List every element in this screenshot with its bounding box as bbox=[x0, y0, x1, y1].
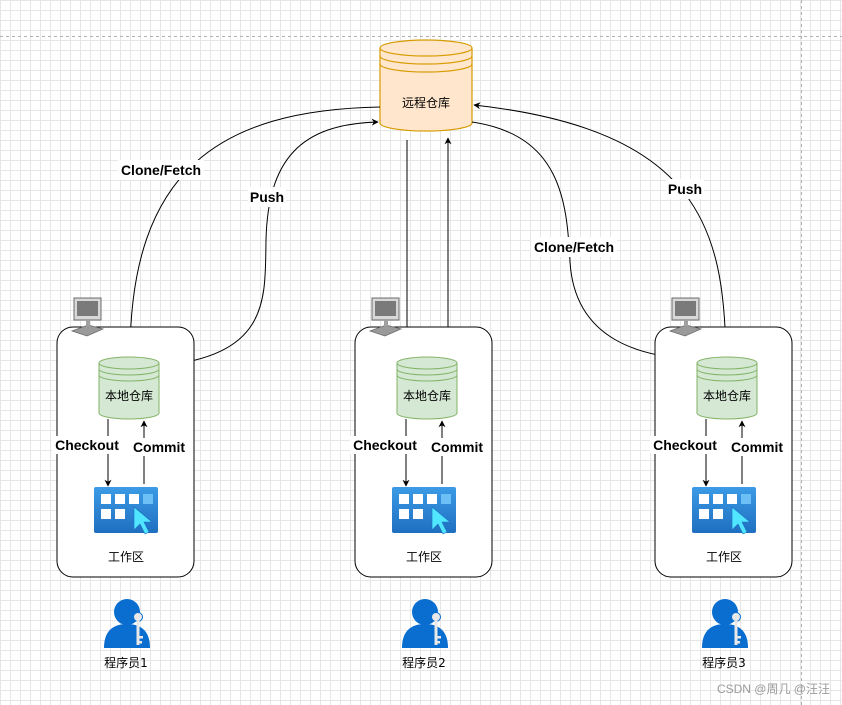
watermark-text: CSDN @周几 @汪汪 bbox=[717, 682, 830, 696]
edge-label-push-3: Push bbox=[666, 179, 704, 199]
local-repo-node[interactable]: 本地仓库 bbox=[696, 356, 758, 420]
svg-text:Push: Push bbox=[250, 189, 284, 205]
workspace-app-icon[interactable] bbox=[692, 487, 756, 535]
local-repo-label: 本地仓库 bbox=[703, 388, 751, 403]
key-icon bbox=[731, 612, 741, 645]
svg-text:Checkout: Checkout bbox=[653, 437, 717, 453]
edge-label-checkout: Checkout bbox=[52, 436, 122, 454]
svg-text:Push: Push bbox=[668, 181, 702, 197]
workspace-label: 工作区 bbox=[406, 550, 442, 564]
developer-name: 程序员3 bbox=[702, 655, 746, 670]
edge-label-commit: Commit bbox=[428, 438, 486, 456]
computer-icon bbox=[368, 297, 403, 337]
clone-fetch-edge-3 bbox=[471, 121, 705, 364]
cursor-icon bbox=[731, 506, 751, 535]
edge-label-commit: Commit bbox=[728, 438, 786, 456]
key-icon bbox=[431, 612, 441, 645]
svg-text:Clone/Fetch: Clone/Fetch bbox=[534, 239, 614, 255]
edge-label-push-1: Push bbox=[248, 187, 286, 207]
developer-person-icon bbox=[402, 599, 448, 648]
edge-label-clone-fetch-3: Clone/Fetch bbox=[531, 237, 617, 257]
remote-repo-node[interactable]: 远程仓库 bbox=[379, 39, 473, 132]
developer-person-icon bbox=[104, 599, 150, 648]
svg-text:Commit: Commit bbox=[731, 439, 783, 455]
workspace-label: 工作区 bbox=[706, 550, 742, 564]
svg-text:Commit: Commit bbox=[431, 439, 483, 455]
edge-label-commit: Commit bbox=[130, 438, 188, 456]
workspace-label: 工作区 bbox=[108, 550, 144, 564]
computer-icon bbox=[70, 297, 105, 337]
developer-group-2: 本地仓库 Checkout Commit 工作区 bbox=[350, 297, 493, 670]
computer-icon bbox=[668, 297, 703, 337]
svg-text:Checkout: Checkout bbox=[55, 437, 119, 453]
svg-text:Checkout: Checkout bbox=[353, 437, 417, 453]
edge-label-clone-fetch-1: Clone/Fetch bbox=[118, 160, 204, 180]
developer-person-icon bbox=[702, 599, 748, 648]
svg-text:Commit: Commit bbox=[133, 439, 185, 455]
developer-group-1: 本地仓库 Checkout Commit 工作区 bbox=[52, 297, 195, 670]
edge-label-checkout: Checkout bbox=[350, 436, 420, 454]
svg-text:Clone/Fetch: Clone/Fetch bbox=[121, 162, 201, 178]
workspace-app-icon[interactable] bbox=[392, 487, 456, 535]
local-repo-node[interactable]: 本地仓库 bbox=[396, 356, 458, 420]
developer-name: 程序员1 bbox=[104, 655, 148, 670]
cursor-icon bbox=[133, 506, 153, 535]
cursor-icon bbox=[431, 506, 451, 535]
remote-repo-label: 远程仓库 bbox=[402, 95, 450, 110]
key-icon bbox=[133, 612, 143, 645]
local-repo-node[interactable]: 本地仓库 bbox=[98, 356, 160, 420]
local-repo-label: 本地仓库 bbox=[105, 388, 153, 403]
workspace-app-icon[interactable] bbox=[94, 487, 158, 535]
push-edge-1 bbox=[159, 118, 379, 367]
developer-name: 程序员2 bbox=[402, 655, 446, 670]
developer-group-3: 本地仓库 Checkout Commit 工作区 bbox=[650, 297, 793, 670]
local-repo-label: 本地仓库 bbox=[403, 388, 451, 403]
edge-label-checkout: Checkout bbox=[650, 436, 720, 454]
